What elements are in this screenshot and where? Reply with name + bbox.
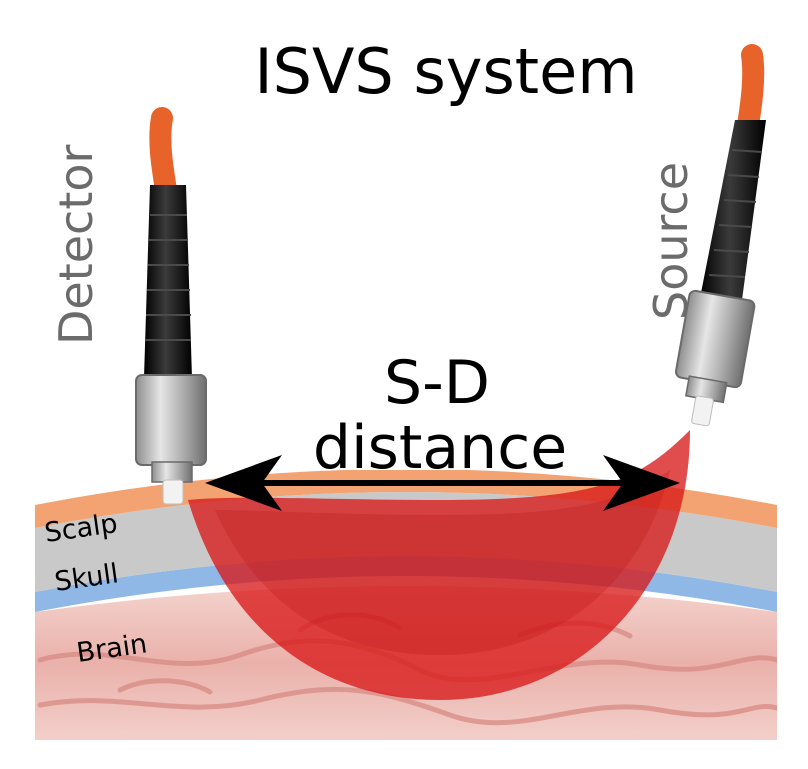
source-orange-jacket bbox=[737, 44, 765, 136]
detector-boot bbox=[144, 185, 192, 378]
detector-connector bbox=[135, 374, 207, 466]
detector-orange-jacket bbox=[149, 107, 177, 201]
source-ferrule bbox=[691, 395, 714, 427]
sd-distance-arrow bbox=[205, 455, 680, 511]
detector-ferrule-base bbox=[151, 461, 193, 483]
detector-ferrule bbox=[162, 479, 184, 505]
light-path-inner bbox=[215, 470, 670, 655]
sd-label-line1: S-D bbox=[384, 348, 490, 418]
detector-fiber bbox=[135, 107, 207, 505]
arrowhead-left bbox=[205, 455, 282, 511]
source-fiber bbox=[674, 44, 766, 427]
sd-label-line2: distance bbox=[313, 413, 567, 483]
source-connector-group bbox=[674, 289, 756, 427]
source-boot-ribs bbox=[708, 149, 763, 278]
diagram-title: ISVS system bbox=[254, 35, 637, 108]
arrowhead-right bbox=[603, 455, 680, 511]
light-path-region bbox=[188, 430, 690, 700]
source-boot bbox=[700, 120, 766, 300]
detector-label: Detector bbox=[49, 144, 103, 345]
source-label: Source bbox=[644, 162, 698, 320]
detector-boot-ribs bbox=[145, 214, 191, 341]
